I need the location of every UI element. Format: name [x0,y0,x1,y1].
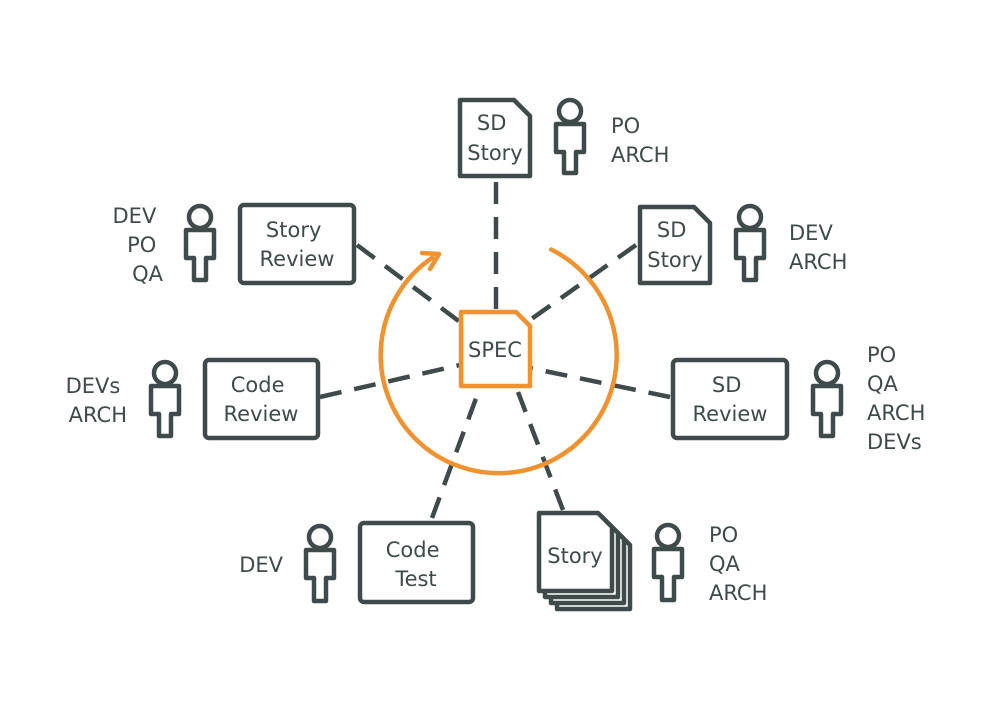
spec-label: SPEC [468,338,522,362]
document-icon [637,204,713,286]
node-label-line: Code [231,373,285,397]
connector-sd-story-right [528,243,638,322]
person-icon [183,203,217,283]
svg-text:Story Review: Story Review [260,218,335,271]
node-label-line: Story [647,248,702,272]
role-label: ARCH [867,401,925,425]
node-label-line: SD [712,373,742,397]
node-label-line: Story [467,141,522,165]
node-sd-review[interactable]: SD Review PO QA ARCH DEVs [670,343,932,454]
svg-text:DEV: DEV [239,553,283,577]
person-icon [810,359,844,439]
svg-text:Code Review: Code Review [224,373,299,426]
role-label: PO [709,523,738,547]
role-label: DEV [113,204,157,228]
node-box [202,357,321,441]
node-sd-story-right[interactable]: SD Story DEV ARCH [637,203,847,286]
svg-text:SD Review: SD Review [693,373,768,426]
connector-story-review [355,243,462,324]
node-story-review[interactable]: Story Review DEV PO QA [113,202,357,286]
person-icon [553,97,587,176]
person-icon [303,523,337,604]
connector-code-test [429,392,481,519]
role-label: DEVs [867,430,922,454]
node-label-line: SD [477,111,507,135]
node-story[interactable]: Story PO QA ARCH [536,510,767,612]
stacked-pages-icon [536,510,633,612]
svg-text:PO QA ARCH: PO QA ARCH [709,523,767,605]
role-label: DEV [789,221,833,245]
role-label: DEVs [66,374,121,398]
svg-text:DEV PO QA: DEV PO QA [113,204,164,286]
role-label: ARCH [709,581,767,605]
node-label-line: Story [547,544,602,568]
node-box [237,202,357,286]
node-code-test[interactable]: Code Test DEV [239,520,476,605]
role-label: ARCH [789,250,847,274]
role-label: PO [867,343,896,367]
role-label: PO [611,114,640,138]
svg-text:DEV ARCH: DEV ARCH [789,221,847,274]
node-label-line: Code [386,538,440,562]
role-label: DEV [239,553,283,577]
person-icon [148,359,182,439]
document-icon [458,309,533,389]
person-icon [733,203,767,283]
node-label-line: Review [693,402,768,426]
connector-story [515,391,566,511]
role-label: ARCH [69,403,127,427]
svg-text:DEVs ARCH: DEVs ARCH [66,374,127,427]
cycle-arrow-icon [378,247,619,476]
svg-text:PO ARCH: PO ARCH [611,114,669,167]
svg-text:PO QA ARCH D: PO QA ARCH DEVs [867,343,932,454]
svg-text:SD Story: SD Story [467,111,522,165]
node-label-line: SD [657,218,687,242]
svg-text:Code Test: Code Test [386,538,446,591]
svg-text:SD Story: SD Story [647,218,702,272]
node-sd-story-top[interactable]: SD Story PO ARCH [457,97,669,179]
node-label-line: Review [224,402,299,426]
node-label-line: Test [394,567,436,591]
connectors [319,182,671,519]
node-label-line: Story [266,218,321,242]
role-label: QA [132,262,164,286]
node-box [357,520,476,605]
document-icon [457,97,533,179]
person-icon [651,522,685,603]
role-label: QA [709,552,741,576]
role-label: PO [127,233,156,257]
svg-text:Story: Story [547,544,602,568]
connector-code-review [319,362,461,400]
role-label: QA [867,372,899,396]
node-code-review[interactable]: Code Review DEVs ARCH [66,357,321,441]
spec-node[interactable]: SPEC [458,309,533,389]
role-label: ARCH [611,143,669,167]
node-box [670,357,790,441]
connector-sd-review [529,365,671,400]
node-label-line: Review [260,247,335,271]
